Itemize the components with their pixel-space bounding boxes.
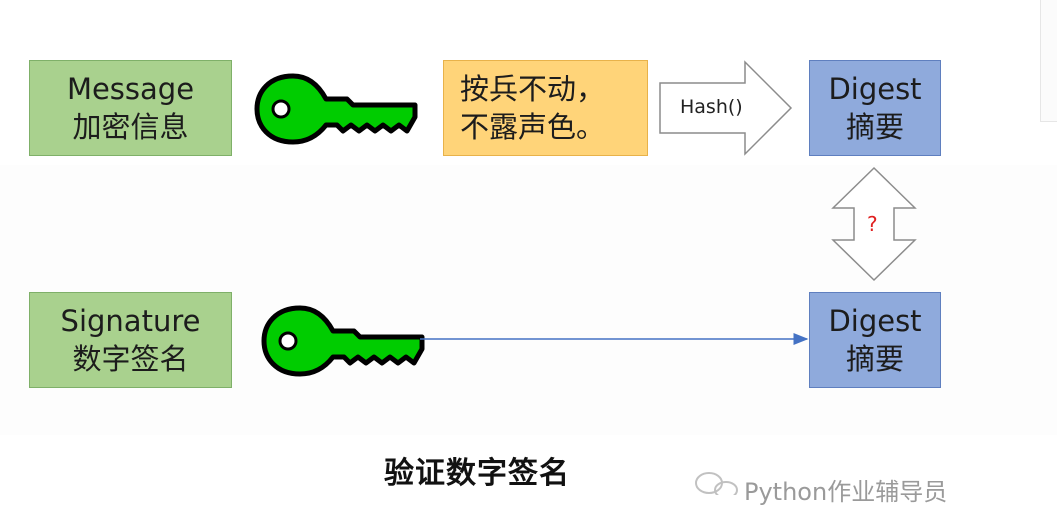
hash-block-arrow <box>659 60 793 156</box>
message-label-cn: 加密信息 <box>72 110 189 144</box>
digest-box-top: Digest 摘要 <box>809 60 941 156</box>
digest-label-top-cn: 摘要 <box>845 110 904 144</box>
digest-label-bottom-cn: 摘要 <box>845 342 904 376</box>
ciphertext-line1: 按兵不动， <box>460 72 606 106</box>
wechat-icon <box>695 472 738 495</box>
signature-label: Signature <box>60 304 201 338</box>
watermark-text: Python作业辅导员 <box>744 478 948 506</box>
message-box: Message 加密信息 <box>29 60 232 156</box>
ciphertext-line2: 不露声色。 <box>460 110 606 144</box>
hash-label: Hash() <box>680 96 743 118</box>
digest-label-top: Digest <box>828 72 922 106</box>
key-icon <box>261 305 425 377</box>
signature-label-cn: 数字签名 <box>72 342 189 376</box>
ciphertext-box: 按兵不动， 不露声色。 <box>443 60 648 156</box>
compare-question-mark: ? <box>867 212 878 236</box>
signature-box: Signature 数字签名 <box>29 292 232 388</box>
diagram-caption: 验证数字签名 <box>384 456 570 491</box>
digest-label-bottom: Digest <box>828 304 922 338</box>
digest-box-bottom: Digest 摘要 <box>809 292 941 388</box>
side-frame <box>1040 0 1057 122</box>
diagram-graphics <box>254 60 917 495</box>
key-icon <box>254 73 418 145</box>
compare-double-arrow <box>831 166 917 282</box>
message-label: Message <box>66 72 195 106</box>
